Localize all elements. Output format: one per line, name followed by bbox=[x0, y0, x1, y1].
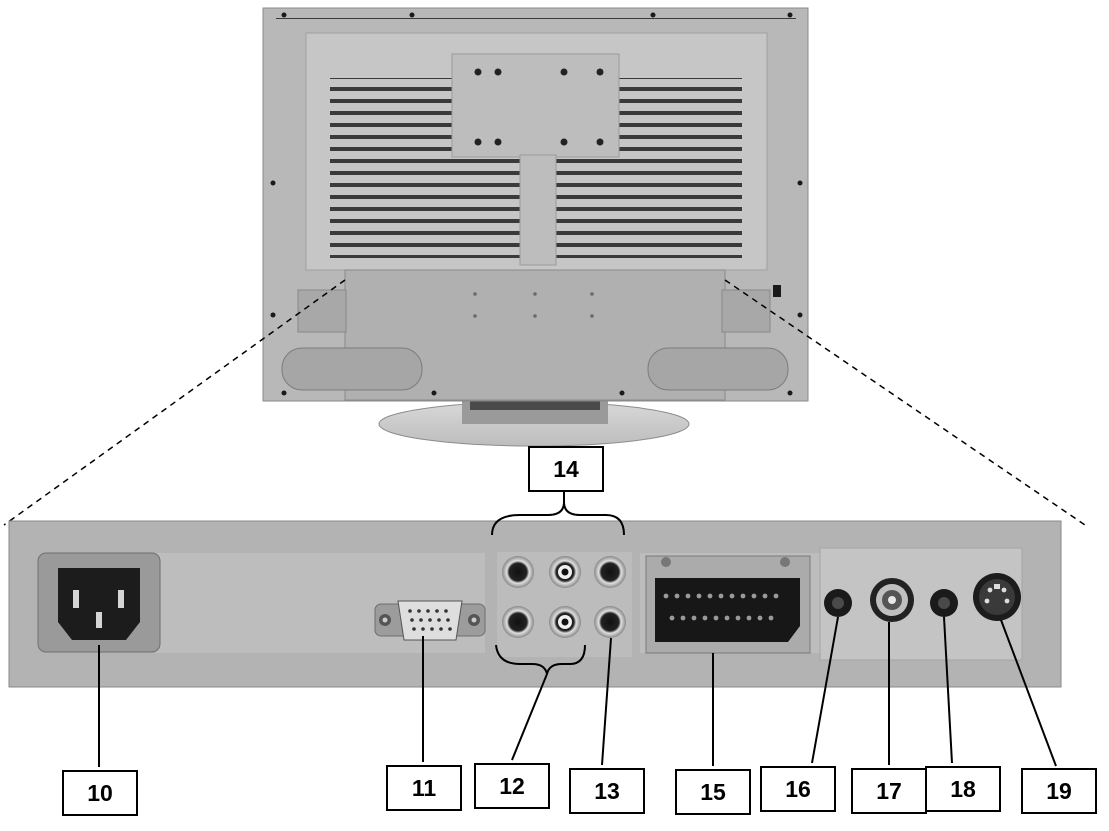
callout-12: 12 bbox=[474, 763, 550, 809]
callout-13: 13 bbox=[569, 768, 645, 814]
vga-connector-icon bbox=[374, 600, 486, 641]
s-video-icon bbox=[973, 573, 1021, 621]
vent-grille-right bbox=[614, 78, 742, 258]
callout-17: 17 bbox=[851, 768, 927, 814]
connector-panel-enlarged bbox=[8, 520, 1062, 688]
speaker-left bbox=[281, 347, 423, 391]
audio-jack-icon bbox=[824, 589, 852, 617]
power-inlet-icon bbox=[37, 552, 161, 653]
callout-16: 16 bbox=[760, 766, 836, 812]
audio-jack-icon bbox=[930, 589, 958, 617]
callout-18: 18 bbox=[925, 766, 1001, 812]
callout-19: 19 bbox=[1021, 768, 1097, 814]
speaker-right bbox=[647, 347, 789, 391]
scart-connector-icon bbox=[645, 555, 811, 654]
vent-grille-left bbox=[330, 78, 458, 258]
callout-15: 15 bbox=[675, 769, 751, 815]
leader-lines bbox=[98, 616, 1057, 767]
callout-10: 10 bbox=[62, 770, 138, 816]
rca-jack-icon bbox=[497, 552, 632, 657]
tv-rear-view-icon bbox=[262, 7, 809, 447]
zoom-line-left bbox=[3, 279, 346, 526]
callout-14: 14 bbox=[528, 446, 604, 492]
callout-11: 11 bbox=[386, 765, 462, 811]
antenna-coax-icon bbox=[870, 578, 914, 622]
